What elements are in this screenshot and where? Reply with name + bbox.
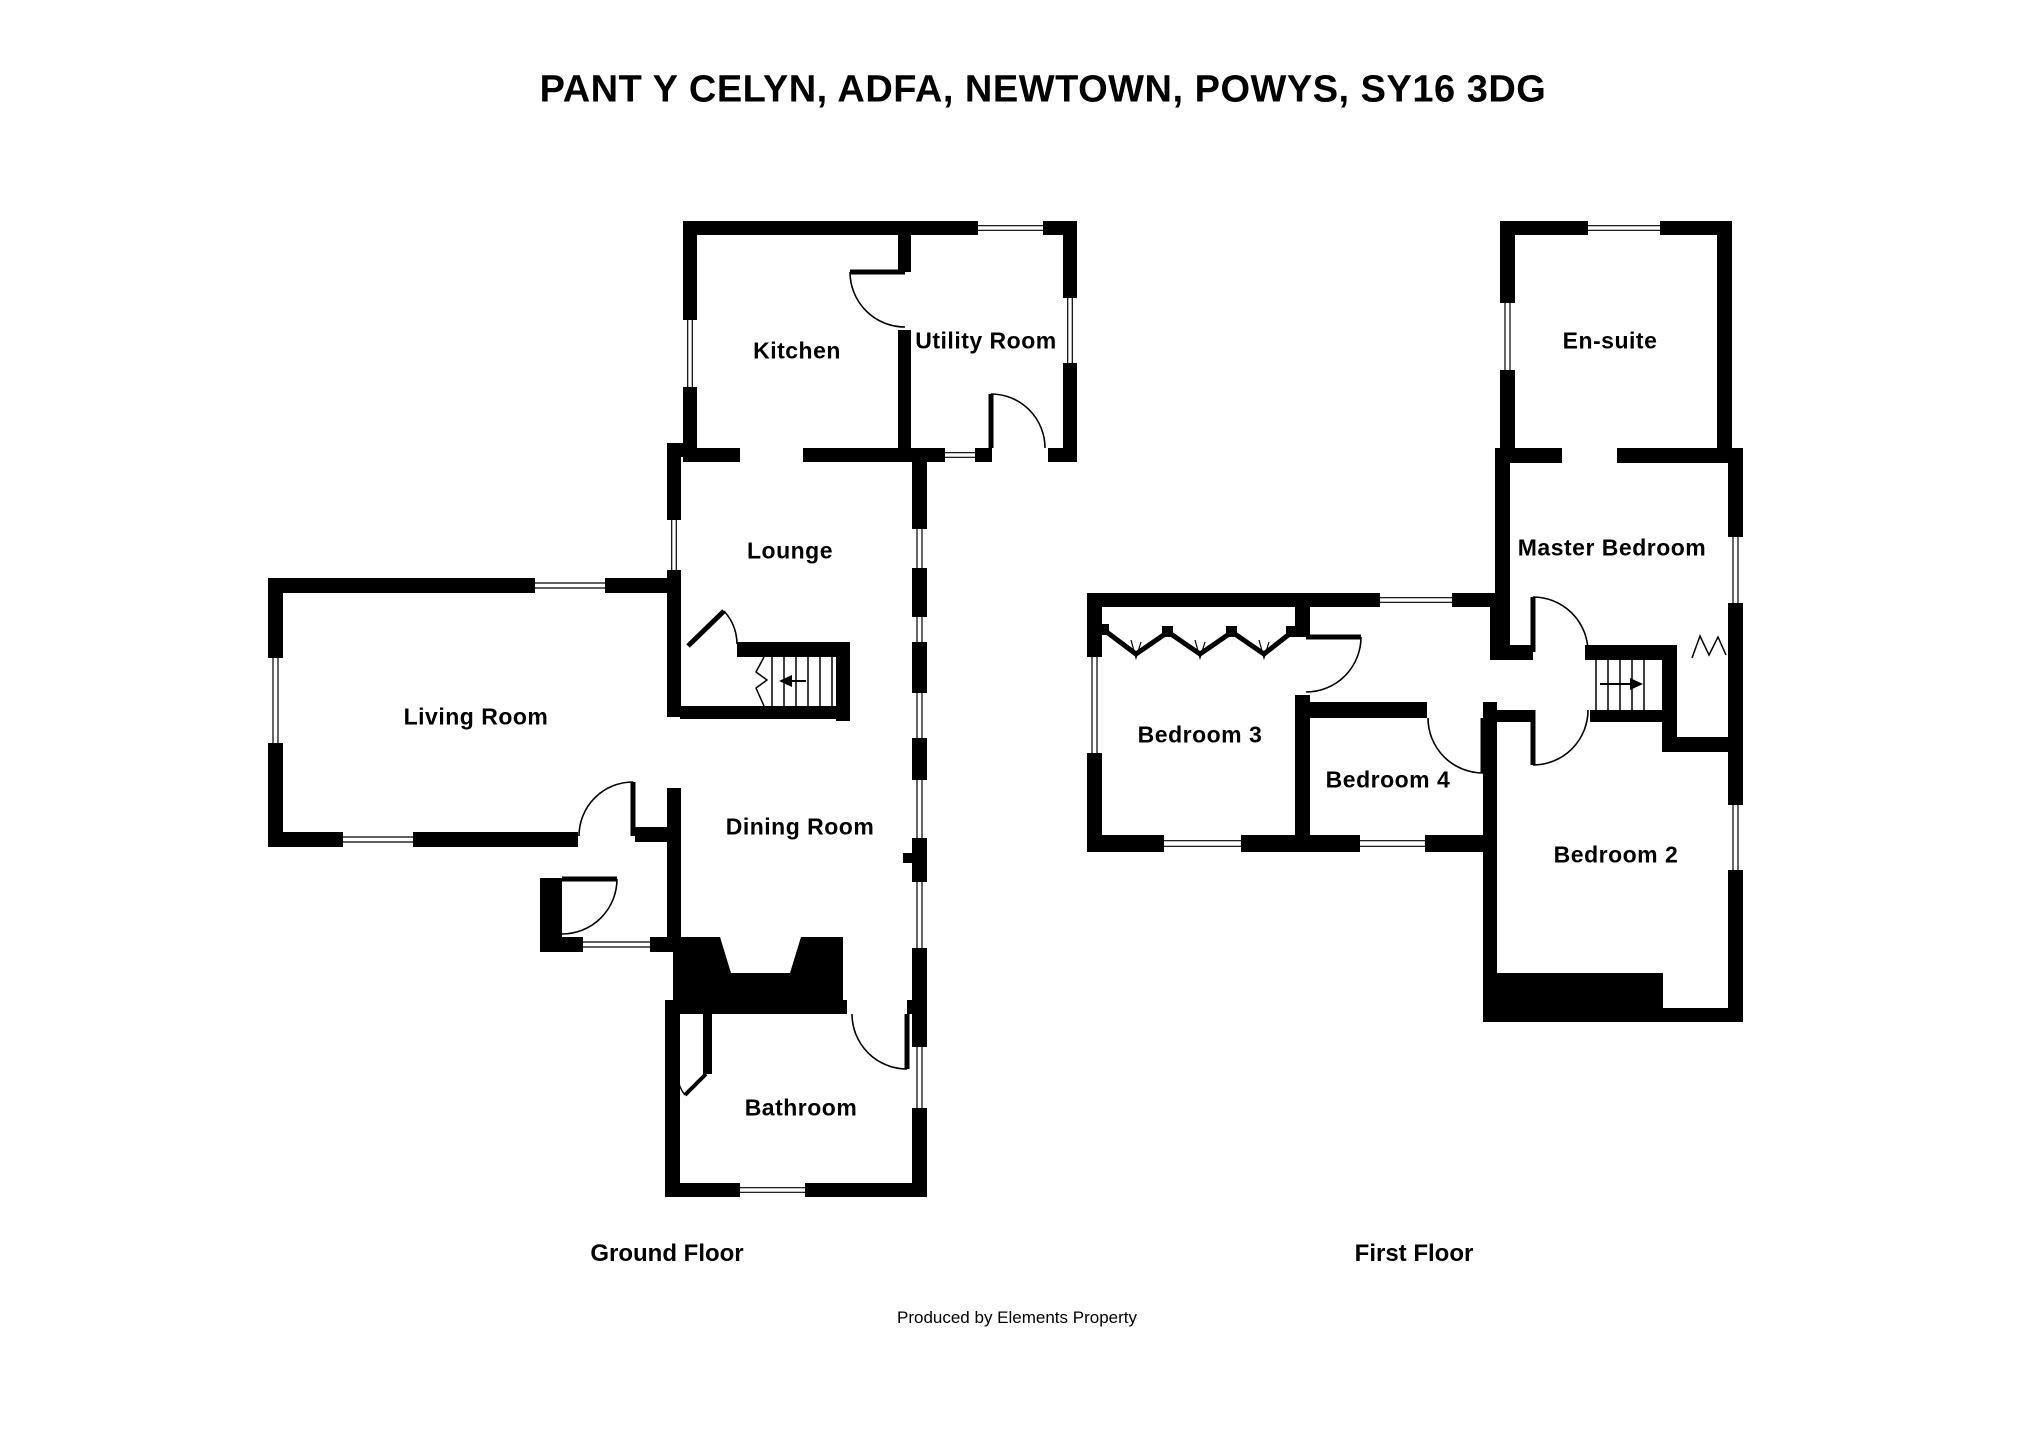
window-vertical: [268, 298, 1077, 1108]
bedroom4-door: [1427, 717, 1486, 774]
ground-floor-doors: [561, 269, 1046, 1097]
window-horizontal: [1164, 221, 1660, 852]
bedroom2-door: [1530, 709, 1589, 766]
room-label-bedroom3: Bedroom 3: [1137, 721, 1263, 748]
bathroom-cupboard-door: [677, 1072, 708, 1097]
stair-arrow-right: [1630, 678, 1643, 690]
ground-floor-caption: Ground Floor: [590, 1240, 744, 1267]
window-vertical: [1087, 303, 1743, 870]
first-floor-doors: [1305, 596, 1589, 774]
room-label-kitchen: Kitchen: [753, 337, 841, 364]
stair-arrow-left: [779, 675, 792, 687]
bedroom34-walls: [1087, 593, 1497, 1022]
room-label-bedroom4: Bedroom 4: [1325, 766, 1451, 793]
first-staircase: [1595, 660, 1645, 710]
bedroom3-wardrobe-symbol: [1098, 624, 1297, 661]
ground-floor-plan: [268, 221, 1077, 1197]
room-label-utility: Utility Room: [915, 327, 1057, 354]
ground-staircase: [755, 656, 833, 707]
room-label-dining-room: Dining Room: [725, 813, 875, 840]
chimney-breast: [673, 937, 843, 1013]
utility-door: [988, 393, 1046, 449]
stair-lobby-door: [686, 609, 738, 648]
vestibule-walls: [540, 788, 681, 952]
first-floor-caption: First Floor: [1354, 1240, 1474, 1267]
room-label-ensuite: En-suite: [1562, 327, 1658, 354]
bedroom3-door: [1305, 634, 1362, 693]
first-floor-plan: [1087, 221, 1743, 1022]
room-label-bathroom: Bathroom: [744, 1094, 858, 1121]
room-label-living-room: Living Room: [403, 703, 549, 730]
window-horizontal: [343, 221, 1043, 1197]
bathroom-door: [851, 1013, 910, 1070]
living-room-door: [578, 781, 636, 837]
first-floor-windows: [1087, 221, 1743, 870]
master-bedroom-door: [1530, 596, 1589, 653]
stair-break-zigzag: [1691, 634, 1727, 659]
room-label-bedroom2: Bedroom 2: [1553, 841, 1679, 868]
producer-credit: Produced by Elements Property: [896, 1308, 1138, 1327]
page-title: PANT Y CELYN, ADFA, NEWTOWN, POWYS, SY16…: [539, 68, 1547, 111]
stair-enclosure-walls: [680, 642, 850, 721]
ground-floor-windows: [268, 221, 1077, 1197]
front-door: [561, 876, 618, 935]
room-label-lounge: Lounge: [746, 537, 834, 564]
stair-break-line: [755, 656, 769, 707]
bedroom2-lower-wall: [1483, 973, 1743, 1022]
room-label-master-bedroom: Master Bedroom: [1517, 534, 1707, 561]
kitchen-door: [849, 269, 906, 328]
